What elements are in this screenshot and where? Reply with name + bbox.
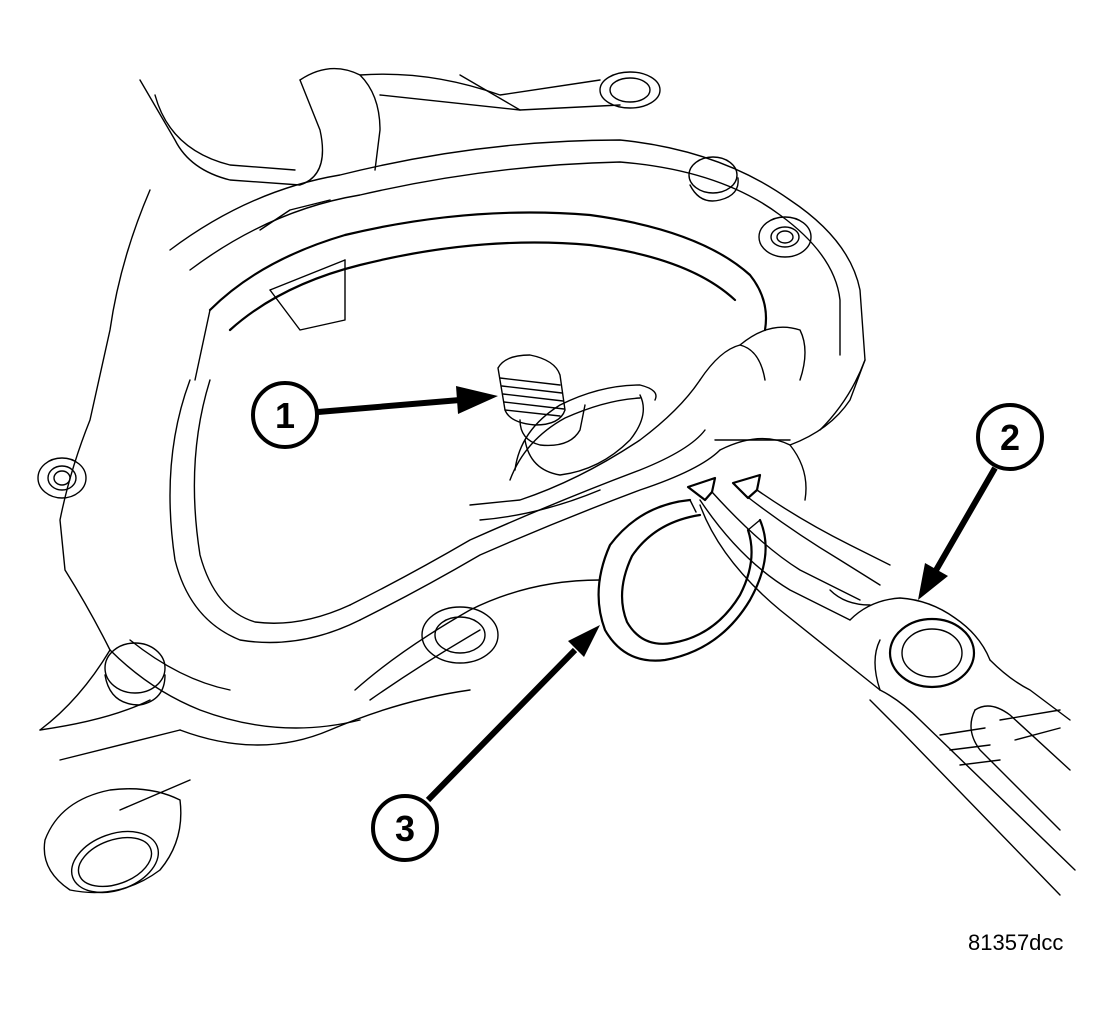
knuckle-housing [37, 67, 866, 894]
figure-id: 81357dcc [968, 930, 1064, 955]
snap-ring [597, 498, 767, 662]
callout-3: 3 [371, 625, 600, 862]
callout-2: 2 [918, 403, 1044, 600]
bolt-hole-right [758, 216, 812, 258]
callout-1-label: 1 [275, 395, 295, 436]
axle-shaft-stub [497, 354, 657, 481]
bolt-hole-top [599, 71, 661, 109]
callout-1: 1 [251, 381, 498, 449]
callout-3-label: 3 [395, 808, 415, 849]
bolt-hole-upper-right [688, 156, 739, 202]
bolt-boss-lower-left [104, 642, 166, 706]
snap-ring-pliers [686, 473, 1076, 896]
callout-2-label: 2 [1000, 417, 1020, 458]
bolt-hole-left [37, 457, 87, 499]
